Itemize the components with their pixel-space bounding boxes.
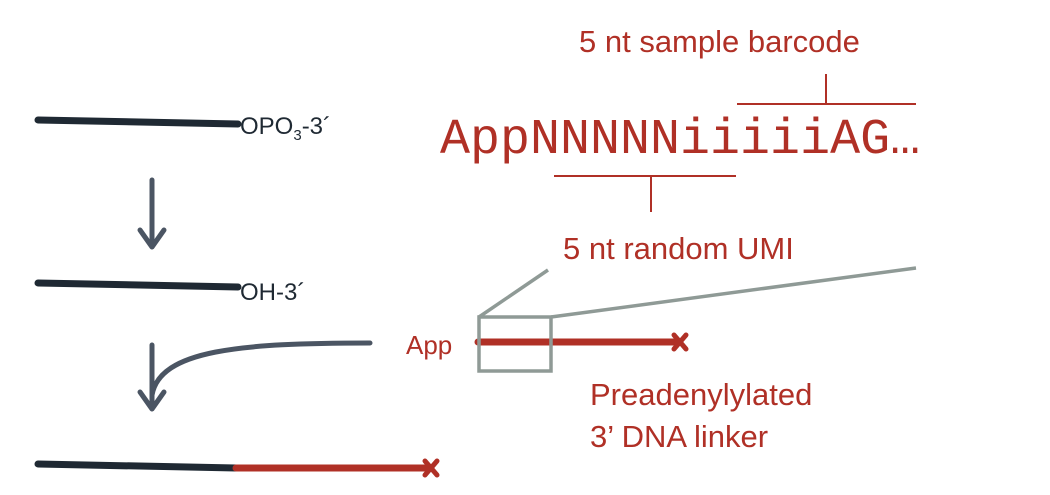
three-prime-hydroxyl-label: OH-3´ (240, 279, 305, 306)
barcode-label: 5 nt sample barcode (579, 24, 860, 59)
barcode-bracket (737, 74, 916, 105)
umi-label: 5 nt random UMI (563, 231, 794, 266)
sequence-umi: NNNNN (530, 112, 680, 169)
linker-sequence: AppNNNNNiiiiiAG… (440, 112, 920, 169)
zoom-line-left (478, 268, 549, 319)
sequence-barcode: iiiii (680, 112, 830, 169)
linker-app-label: App (406, 330, 452, 360)
linker-name-line2: 3’ DNA linker (590, 419, 768, 454)
zoom-box (477, 315, 553, 373)
zoom-line-right (550, 266, 917, 319)
curved-down-arrow-icon (137, 340, 373, 412)
linker-blocked-end-icon (671, 332, 689, 352)
blocked-end-icon (422, 458, 440, 478)
sequence-app: App (440, 112, 530, 169)
umi-bracket (554, 175, 736, 212)
three-prime-phosphate-label: OPO3-3´ (240, 113, 331, 144)
sequence-tail: AG… (830, 112, 920, 169)
down-arrow-icon (137, 177, 167, 250)
rna-strand-phosphate (34, 116, 242, 128)
ligated-rna-strand (34, 460, 240, 472)
rna-strand-hydroxyl (34, 279, 242, 291)
linker-name-line1: Preadenylylated (590, 377, 812, 412)
